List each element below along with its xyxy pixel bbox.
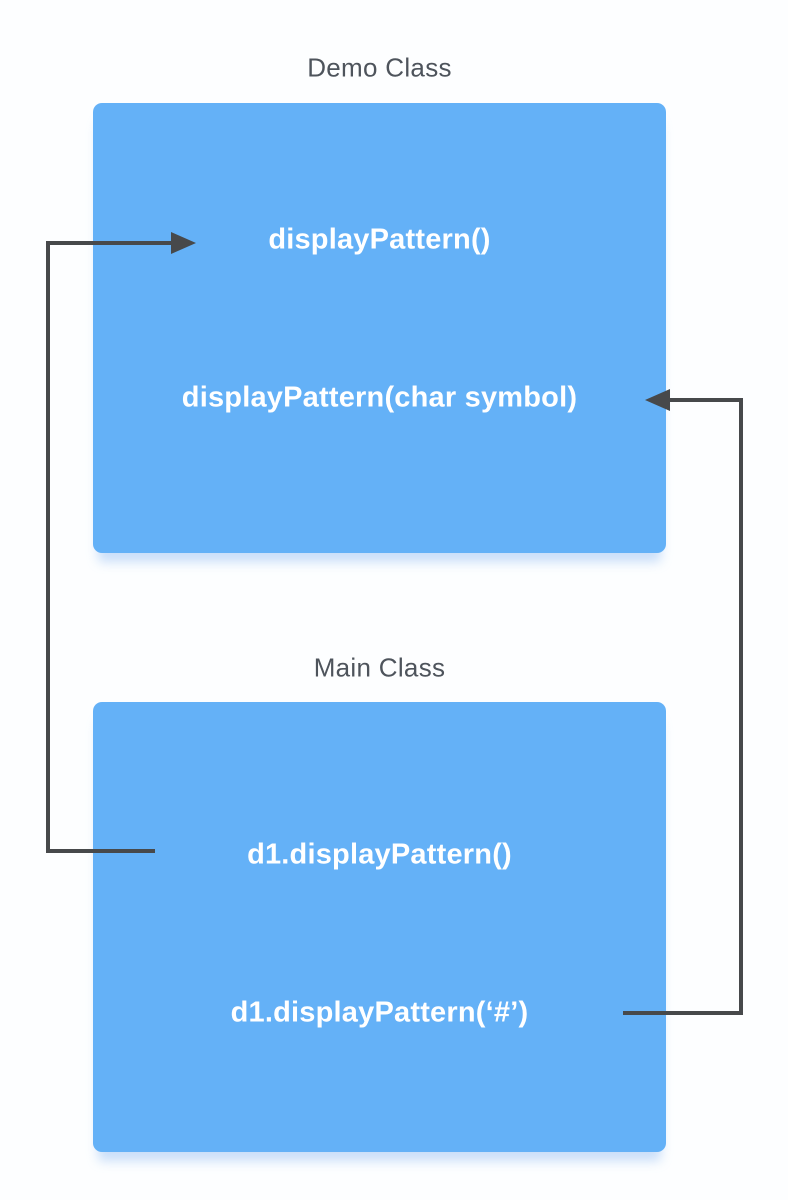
left-arrow-vertical-segment bbox=[46, 241, 50, 853]
method-displaypattern-char: displayPattern(char symbol) bbox=[181, 381, 578, 414]
right-arrow-vertical-segment bbox=[739, 398, 743, 1015]
call-d1-displaypattern-noargs: d1.displayPattern() bbox=[247, 838, 512, 871]
method-displaypattern-noargs: displayPattern() bbox=[268, 223, 491, 256]
left-arrow-head-icon bbox=[171, 232, 196, 254]
main-class-box: d1.displayPattern() d1.displayPattern(‘#… bbox=[93, 702, 666, 1152]
main-class-title: Main Class bbox=[313, 652, 446, 683]
demo-class-title: Demo Class bbox=[307, 52, 452, 83]
left-arrow-bottom-segment bbox=[46, 849, 155, 853]
right-arrow-top-segment bbox=[667, 398, 743, 402]
call-d1-displaypattern-hash: d1.displayPattern(‘#’) bbox=[230, 996, 529, 1029]
right-arrow-head-icon bbox=[645, 389, 670, 411]
demo-class-box: displayPattern() displayPattern(char sym… bbox=[93, 103, 666, 553]
right-arrow-bottom-segment bbox=[623, 1011, 743, 1015]
left-arrow-top-segment bbox=[46, 241, 173, 245]
